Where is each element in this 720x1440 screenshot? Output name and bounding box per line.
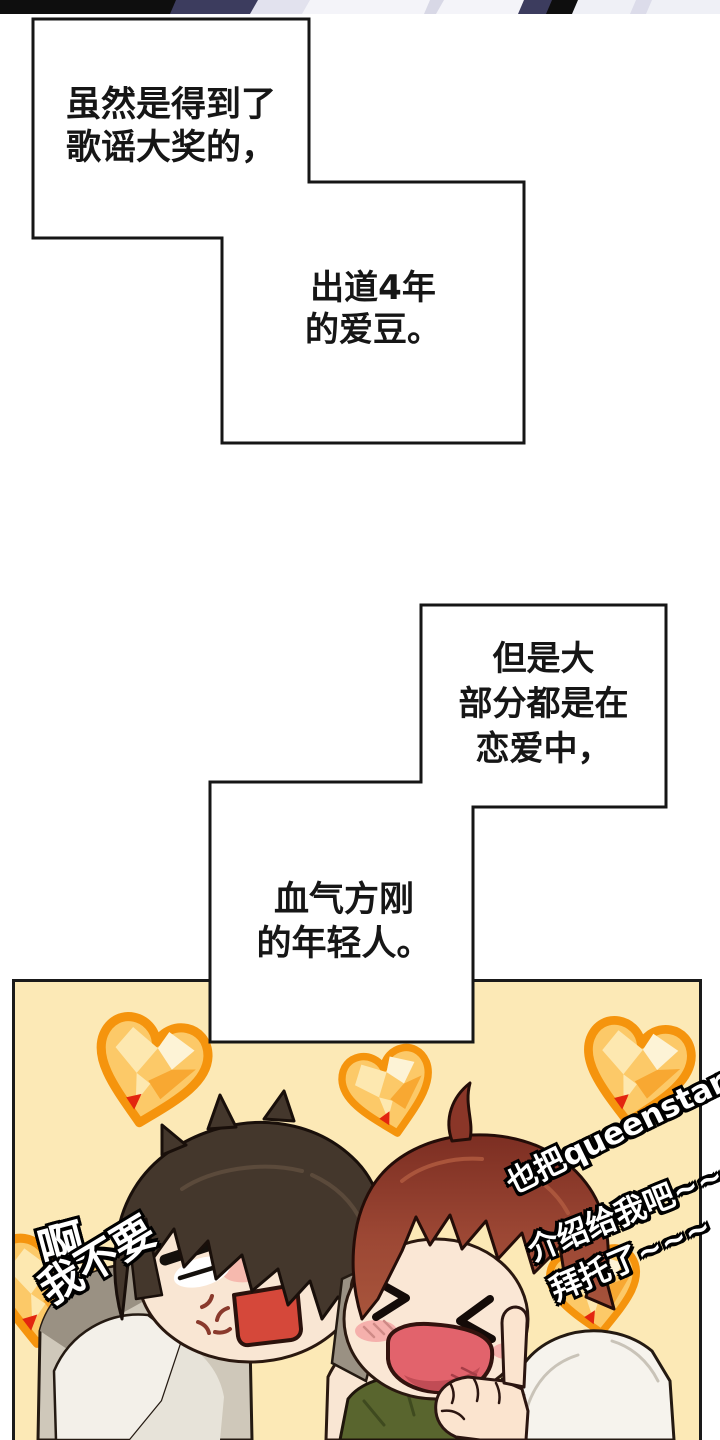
previous-panel-art: [0, 0, 720, 14]
previous-panel-strip: [0, 0, 720, 14]
narration-line: 的年轻人。: [256, 924, 432, 964]
comic-panel: [12, 979, 702, 1440]
narration-line: 血气方刚: [273, 880, 414, 920]
right-character: [338, 1081, 676, 1440]
narration-line: 但是大: [492, 639, 595, 679]
narration-box-3-4-outline: [208, 603, 668, 1044]
left-character: [36, 1089, 470, 1440]
narration-line: 部分都是在: [458, 684, 629, 724]
narration-line: 虽然是得到了: [65, 85, 276, 125]
comic-panel-art: [12, 979, 702, 1440]
narration-box-2-text: 出道4年 的爱豆。: [222, 267, 524, 351]
narration-box-1-2-outline: [31, 17, 526, 445]
narration-line: 歌谣大奖的，: [65, 128, 276, 168]
narration-line: 出道4年: [310, 268, 436, 308]
narration-box-4-text: 血气方刚 的年轻人。: [210, 878, 478, 966]
narration-box-3-text: 但是大 部分都是在 恋爱中，: [421, 637, 666, 772]
narration-line: 的爱豆。: [305, 310, 441, 350]
narration-boxes: [31, 17, 668, 1044]
narration-line: 恋爱中，: [475, 729, 612, 769]
narration-box-1-text: 虽然是得到了 歌谣大奖的，: [33, 84, 309, 170]
anger-mark-icon: [196, 1294, 232, 1335]
